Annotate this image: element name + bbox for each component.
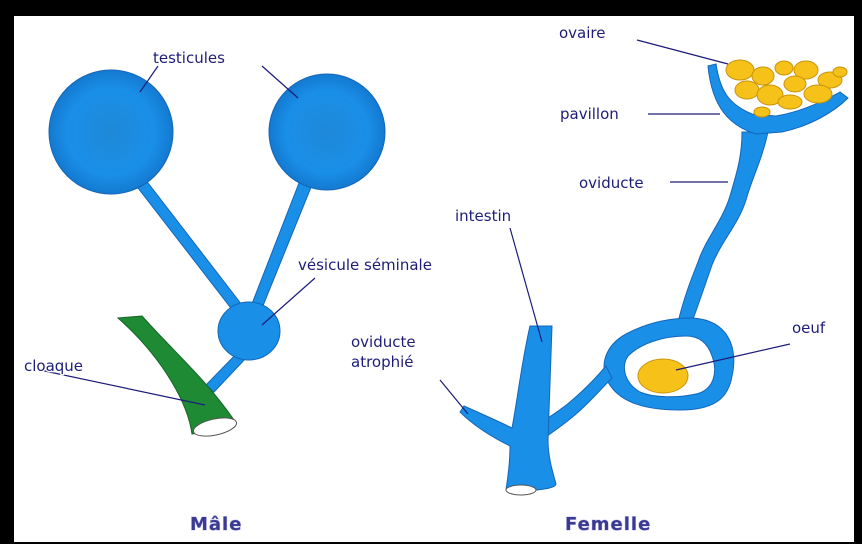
right-vas-deferens [248,165,318,318]
right-testicle [269,74,385,190]
intestine-cloaca [460,326,556,491]
male-system [49,70,385,439]
label-ovaire: ovaire [559,24,605,42]
oviduct-tube [678,132,768,322]
label-intestin: intestin [455,207,511,225]
left-vas-deferens [128,170,252,325]
egg [638,359,688,393]
label-oeuf: oeuf [792,319,826,337]
label-oviducte: oviducte [579,174,644,192]
label-oviducte-atrophie-1: oviducte [351,333,416,351]
label-cloaque: cloaque [24,357,83,375]
title-female: Femelle [565,514,651,535]
cloaca-opening-female [506,485,536,495]
label-testicules: testicules [153,49,225,67]
label-oviducte-atrophie-2: atrophié [351,353,414,371]
title-male: Mâle [190,514,242,535]
left-testicle [49,70,173,194]
seminal-vesicle [218,302,280,360]
label-pavillon: pavillon [560,105,619,123]
female-system [460,60,848,495]
label-vesicule-seminale: vésicule séminale [298,256,432,274]
